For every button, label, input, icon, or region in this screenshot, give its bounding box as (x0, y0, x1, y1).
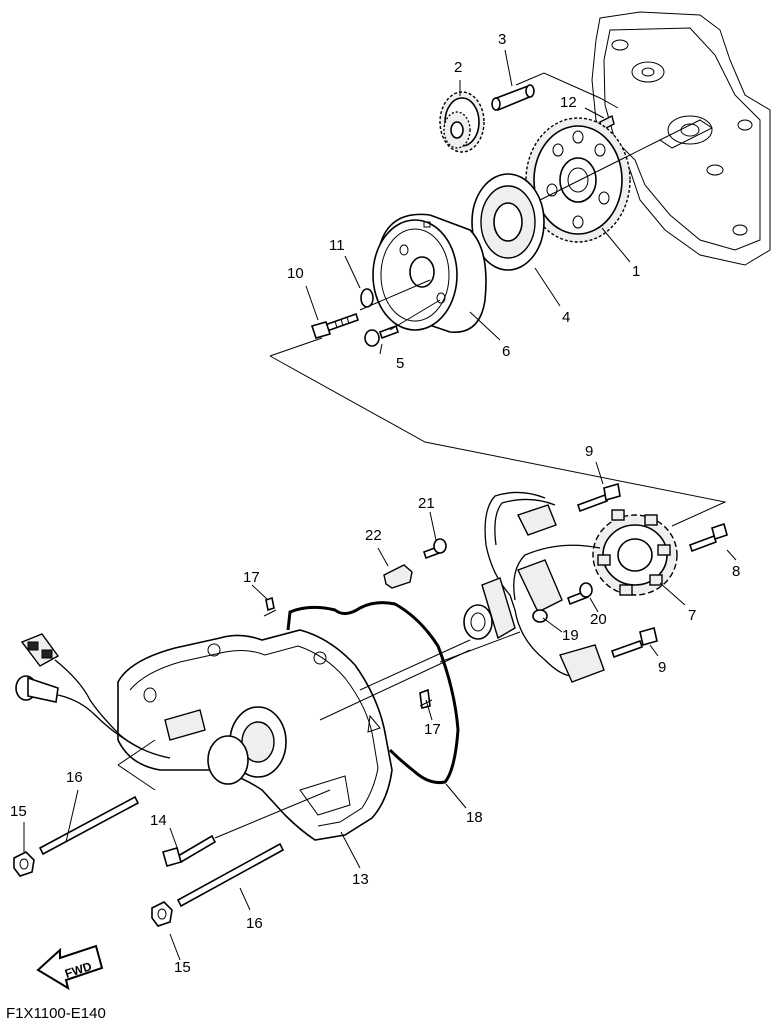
wire-harness-illustration (463, 491, 605, 683)
part-label-18: 18 (466, 809, 483, 826)
part-label-7: 7 (688, 607, 696, 624)
stud-bolt-lower-illustration (176, 842, 285, 908)
screw-illustration (364, 324, 400, 347)
screw-21-illustration (422, 538, 447, 560)
part-label-11: 11 (329, 237, 345, 254)
part-label-4: 4 (562, 309, 570, 326)
part-label-9-upper: 9 (585, 443, 593, 460)
part-label-22: 22 (365, 527, 382, 544)
part-label-20: 20 (590, 611, 607, 628)
screw-20-illustration (567, 582, 593, 606)
starter-wheel-gear-illustration (525, 117, 631, 243)
part-label-21: 21 (418, 495, 435, 512)
stator-bolt-lower-illustration (610, 626, 658, 659)
nut-upper-illustration (13, 851, 35, 877)
part-label-1: 1 (632, 263, 640, 280)
alignment-lines-top (269, 72, 727, 527)
rotor-bolt-illustration (310, 312, 360, 339)
part-label-19: 19 (562, 627, 579, 644)
lead-clamp-illustration (383, 564, 413, 589)
part-label-6: 6 (502, 343, 510, 360)
fwd-arrow-icon: FWD (36, 944, 104, 991)
washer-illustration (360, 288, 374, 308)
stator-coil-illustration (592, 509, 678, 596)
crankcase-illustration (591, 11, 771, 266)
stud-bolt-upper-illustration (38, 795, 140, 856)
part-label-14: 14 (150, 812, 167, 829)
generator-cover-illustration (117, 629, 393, 841)
part-label-10: 10 (287, 265, 304, 282)
alignment-lines-bottom (117, 609, 521, 839)
part-label-12: 12 (560, 94, 577, 111)
generator-rotor-illustration (372, 213, 487, 333)
starter-clutch-illustration (471, 173, 545, 271)
leader-lines (23, 49, 737, 961)
part-label-15-upper: 15 (10, 803, 27, 820)
part-label-13: 13 (352, 871, 369, 888)
stator-bolt-upper-illustration (576, 482, 621, 513)
diagram-code: F1X1100-E140 (6, 1005, 106, 1022)
dowel-pin-upper-illustration (265, 596, 275, 612)
starter-idle-gear-illustration (439, 91, 485, 153)
part-label-5: 5 (396, 355, 404, 372)
part-label-3: 3 (498, 31, 506, 48)
part-label-8: 8 (732, 563, 740, 580)
nut-lower-illustration (151, 901, 173, 927)
bolt-8-illustration (688, 522, 728, 553)
coupler-connector-illustration (15, 633, 171, 759)
gear-shaft-illustration (491, 84, 535, 112)
part-label-17-upper: 17 (243, 569, 260, 586)
part-label-16-lower: 16 (246, 915, 263, 932)
part-label-15-lower: 15 (174, 959, 191, 976)
cover-bolt-illustration (162, 834, 217, 867)
part-label-17-lower: 17 (424, 721, 441, 738)
part-label-2: 2 (454, 59, 462, 76)
part-label-9-lower: 9 (658, 659, 666, 676)
cover-gasket-illustration (286, 601, 460, 784)
part-label-16-upper: 16 (66, 769, 83, 786)
